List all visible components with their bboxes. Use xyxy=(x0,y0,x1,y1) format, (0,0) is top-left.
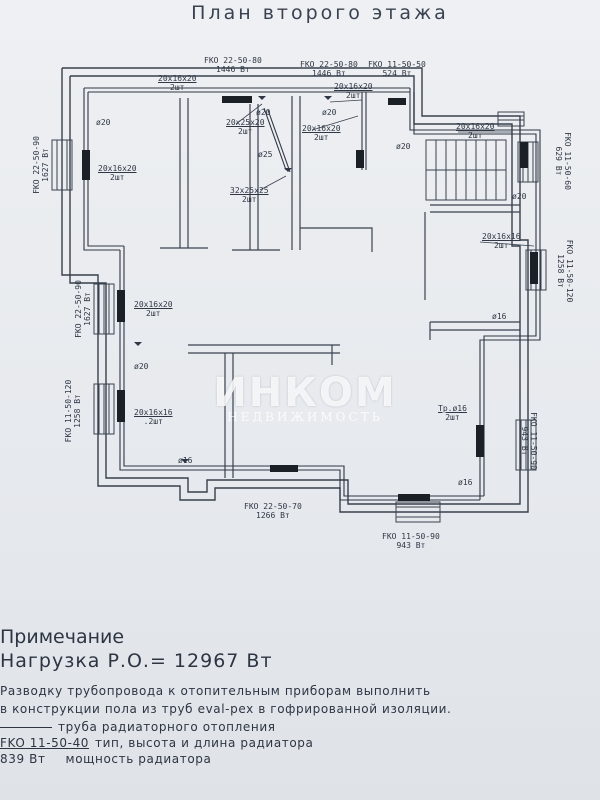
label-fitting-b: 20x25x20 2шт xyxy=(226,118,265,136)
label-diameter: ø20 xyxy=(256,108,271,117)
radiator-left-mid xyxy=(117,290,125,322)
radiator-right-upper xyxy=(520,142,528,168)
label-diameter: ø20 xyxy=(96,118,111,127)
radiator-bottom-mid xyxy=(270,465,298,472)
label-diameter: ø20 xyxy=(322,108,337,117)
notes-load: Нагрузка Р.О.= 12967 Вт xyxy=(0,650,273,672)
label-diameter: ø20 xyxy=(134,362,149,371)
notes-line-2: в конструкции пола из труб eval-pex в го… xyxy=(0,702,452,716)
label-fitting-c: 20x16x20 2шт xyxy=(334,82,373,100)
label-diameter: ø20 xyxy=(396,142,411,151)
label-diameter: ø16 xyxy=(178,456,193,465)
heating-pipes xyxy=(83,87,541,501)
radiators xyxy=(82,96,538,501)
notes-line-1: Разводку трубопровода к отопительным при… xyxy=(0,684,431,698)
label-fitting-e: 20x16x20 2шт xyxy=(98,164,137,182)
label-radiator-left-upper: FKO 22-50-90 1627 Вт xyxy=(32,136,50,194)
label-radiator-top-right: FKO 11-50-50 524 Вт xyxy=(368,60,426,78)
label-fitting-f: 32x25x25 2шт xyxy=(230,186,269,204)
label-radiator-right-mid: FKO 11-50-120 1258 Вт xyxy=(556,239,574,303)
watermark-logo: ИНКОМ НЕДВИЖИМОСТЬ xyxy=(213,370,397,424)
label-fitting-k: 20x16x16 .2шт xyxy=(134,408,173,426)
label-radiator-left-lower: FKO 11-50-120 1258 Вт xyxy=(64,379,82,443)
label-radiator-left-mid: FKO 22-50-90 1627 Вт xyxy=(74,280,92,338)
label-diameter: ø16 xyxy=(492,312,507,321)
label-radiator-top-left: FKO 22-50-80 1446 Вт xyxy=(204,56,262,74)
label-diameter: ø20 xyxy=(512,192,527,201)
radiator-top-left xyxy=(222,96,252,103)
label-radiator-bottom-mid: FKO 22-50-70 1266 Вт xyxy=(244,502,302,520)
label-radiator-bottom-right: FKO 11-50-90 943 Вт xyxy=(382,532,440,550)
label-radiator-right-upper: FKO 11-50-60 629 Вт xyxy=(554,132,572,190)
staircase xyxy=(425,139,507,201)
radiator-right-lower xyxy=(476,425,484,457)
leader-lines xyxy=(235,99,535,247)
label-fitting-l: Tp.ø16 2шт xyxy=(438,404,467,422)
label-diameter: ø16 xyxy=(458,478,473,487)
label-radiator-right-lower: FKO 11-50-90 943 Вт xyxy=(520,412,538,470)
label-fitting-h: 20x16x20 2шт xyxy=(134,300,173,318)
radiator-left-upper xyxy=(82,150,90,180)
radiator-top-right xyxy=(388,98,406,105)
label-diameter: ø25 xyxy=(258,150,273,159)
notes-heading: Примечание xyxy=(0,626,125,648)
radiator-right-mid xyxy=(530,252,538,284)
radiator-left-lower xyxy=(117,390,125,422)
label-fitting-a: 20x16x20 2шт xyxy=(158,74,197,92)
legend-pipe: труба радиаторного отопления xyxy=(0,720,276,734)
legend-pipe-line-icon xyxy=(0,727,52,728)
label-fitting-i: 20x16x16 2шт xyxy=(482,232,521,250)
drawing-title: План второго этажа xyxy=(191,2,449,24)
radiator-bottom-right xyxy=(398,494,430,501)
label-radiator-top-mid: FKO 22-50-80 1446 Вт xyxy=(300,60,358,78)
label-fitting-d: 20x16x20 2шт xyxy=(302,124,341,142)
direction-arrows xyxy=(134,96,332,463)
inner-walls xyxy=(160,96,520,478)
radiator-small-mid xyxy=(356,150,364,168)
label-fitting-g: 20x16x20 2шт xyxy=(456,122,495,140)
